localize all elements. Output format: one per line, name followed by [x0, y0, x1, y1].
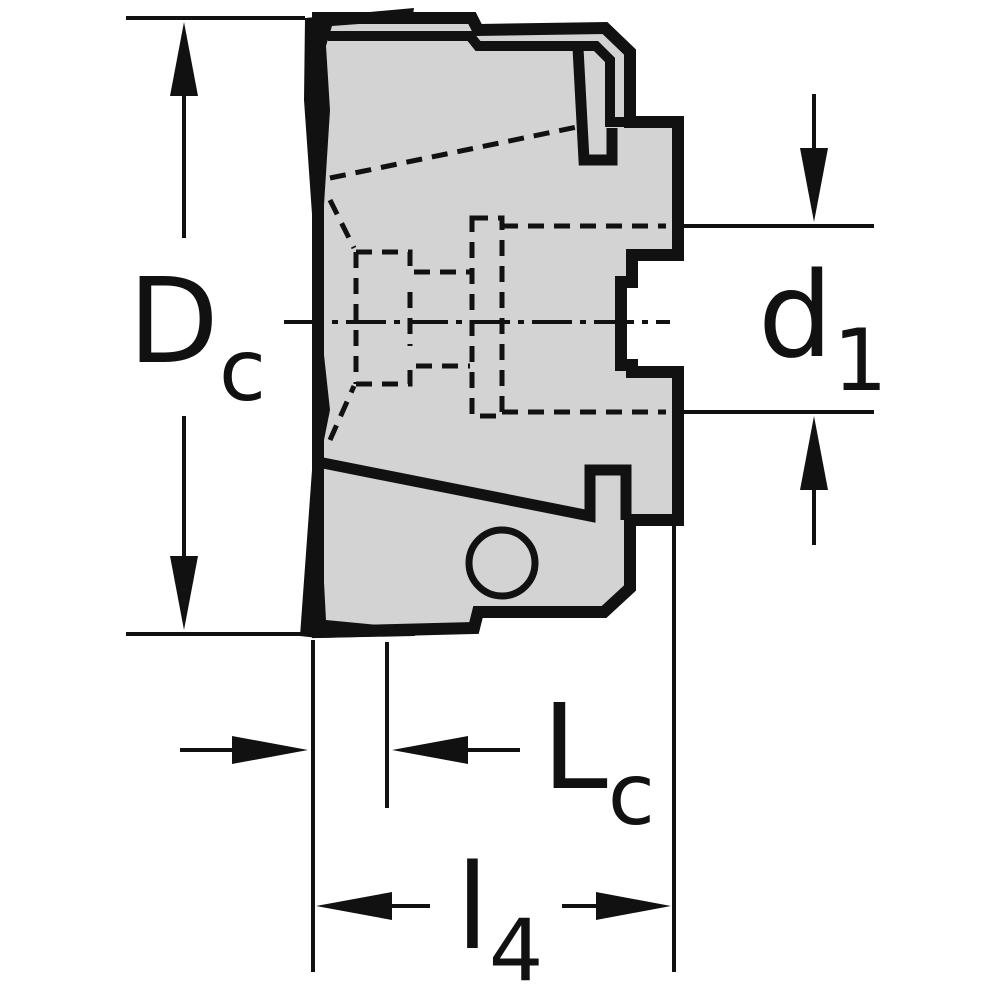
cutting-edge — [300, 8, 415, 638]
label-lc-main: L — [542, 678, 608, 816]
coolant-hole — [465, 526, 539, 600]
label-l4-main: l — [456, 838, 489, 976]
cutter-body — [284, 8, 684, 639]
arrowheads — [170, 22, 828, 920]
lc-arrowhead-left — [232, 736, 308, 764]
dc-arrowhead-top — [170, 22, 198, 96]
lc-arrowhead-right — [392, 736, 468, 764]
upper-chip-pocket — [328, 31, 632, 127]
label-l4-sub: 4 — [488, 901, 544, 1000]
hidden-lines — [327, 123, 666, 442]
label-d1-main: d — [758, 246, 833, 384]
label-dc-sub: c — [218, 321, 267, 421]
label-dc: Dc — [128, 262, 266, 414]
upper-insert-slot — [572, 47, 618, 166]
dc-arrowhead-bottom — [170, 556, 198, 630]
label-l4: l4 — [456, 848, 544, 994]
l4-arrowhead-right — [596, 892, 671, 920]
label-dc-main: D — [128, 252, 219, 390]
l4-arrowhead-left — [316, 892, 392, 920]
label-d1-sub: 1 — [832, 311, 888, 411]
d1-arrowhead-bottom — [800, 416, 828, 490]
label-lc-sub: c — [607, 745, 656, 845]
label-lc: Lc — [542, 688, 655, 838]
label-d1: d1 — [758, 256, 888, 404]
lower-chip-pocket — [316, 456, 632, 523]
d1-arrowhead-top — [800, 148, 828, 222]
